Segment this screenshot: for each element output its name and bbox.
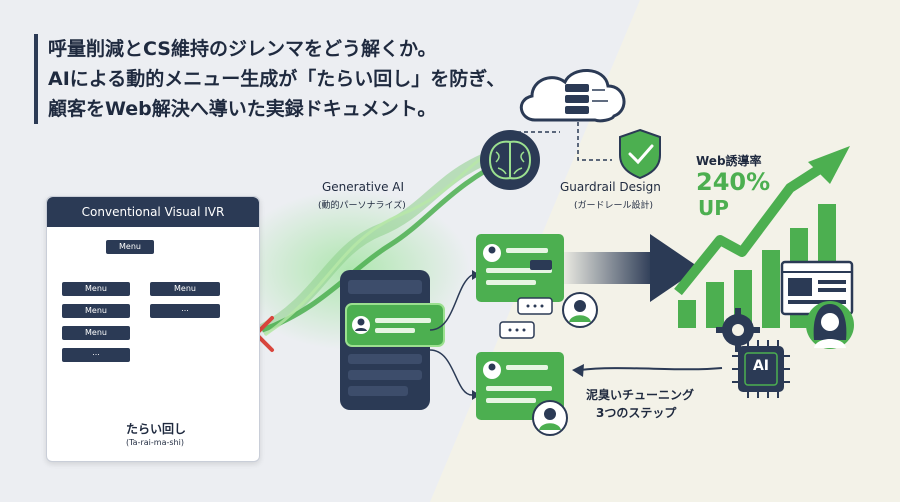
- shield-check-icon: [619, 128, 661, 180]
- tuning-line-2: 3つのステップ: [596, 406, 677, 420]
- tuning-line-1: 泥臭いチューニング: [586, 388, 695, 402]
- support-agent-avatar: [806, 301, 854, 349]
- menu-node-left-3: Menu: [62, 326, 130, 340]
- ai-chip-label: AI: [752, 358, 770, 374]
- speech-bubble-icon: [499, 297, 553, 339]
- tarai-romaji: (Ta-rai-ma-shi): [126, 438, 184, 447]
- user-avatar-icon: [532, 292, 598, 436]
- result-value: 240%: [696, 168, 771, 196]
- gear-icon: [716, 308, 760, 352]
- menu-node-left-2: Menu: [62, 304, 130, 318]
- chat-card-top: [476, 234, 564, 302]
- menu-node-left-1: Menu: [62, 282, 130, 296]
- ai-chip-icon: [732, 340, 790, 398]
- guardrail-subtitle: (ガードレール設計): [574, 201, 654, 211]
- menu-node-left-4: ...: [62, 348, 130, 362]
- cloud-database-icon: [520, 69, 626, 123]
- headline-line-3: 顧客をWeb解決へ導いた実録ドキュメント。: [48, 98, 437, 120]
- web-page-icon: [780, 260, 854, 316]
- headline-line-1: 呼量削減とCS維持のジレンマをどう解くか。: [48, 38, 437, 60]
- generative-ai-subtitle: (動的パーソナライズ): [318, 201, 406, 211]
- result-label: Web誘導率: [696, 154, 762, 168]
- menu-node-top: Menu: [106, 240, 154, 254]
- dynamic-menu-phone: [340, 270, 445, 410]
- guardrail-title: Guardrail Design: [560, 180, 661, 194]
- menu-node-right-2: ...: [150, 304, 220, 318]
- tarai-label: たらい回し: [126, 422, 187, 436]
- menu-node-right-1: Menu: [150, 282, 220, 296]
- ivr-card-title: Conventional Visual IVR: [47, 197, 259, 227]
- headline-line-2: AIによる動的メニュー生成が「たらい回し」を防ぎ、: [48, 68, 506, 90]
- feedback-arrow: [579, 367, 723, 371]
- result-unit: UP: [698, 196, 729, 220]
- generative-ai-title: Generative AI: [322, 180, 405, 194]
- flow-arrow: [564, 234, 700, 302]
- headline: 呼量削減とCS維持のジレンマをどう解くか。 AIによる動的メニュー生成が「たらい…: [34, 34, 505, 124]
- brain-icon: [480, 130, 540, 190]
